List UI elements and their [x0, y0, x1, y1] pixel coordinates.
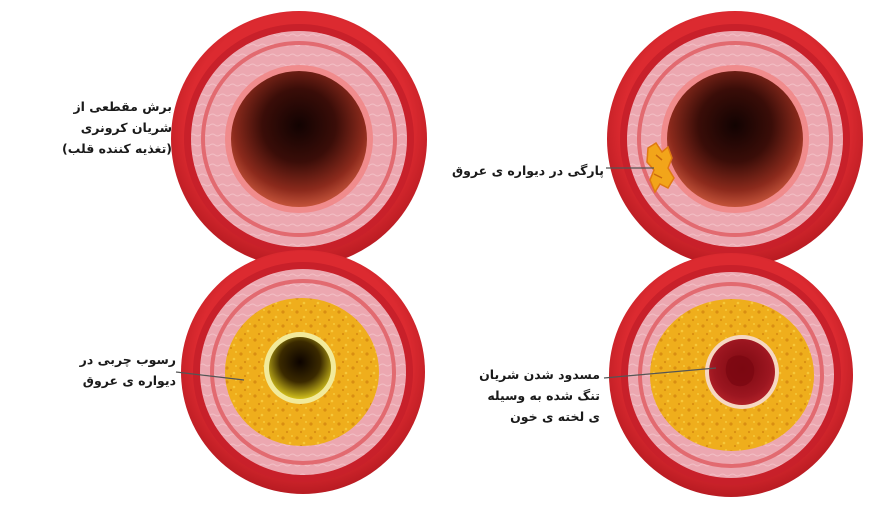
label-line: برش مقطعی از — [62, 96, 172, 117]
label-line: ی لخته ی خون — [479, 406, 600, 427]
artery-cross-section-clot — [609, 253, 853, 497]
label-line: (تغذیه کننده قلب) — [62, 138, 172, 159]
artery-cross-section-wall-tear — [607, 11, 863, 267]
label-wall-tear: پارگی در دیواره ی عروق — [452, 160, 604, 181]
label-normal-artery: برش مقطعی از شریان کرونری (تغذیه کننده ق… — [62, 96, 172, 159]
label-line: دیواره ی عروق — [80, 370, 176, 391]
label-line: رسوب چربی در — [80, 349, 176, 370]
label-line: تنگ شده به وسیله — [479, 385, 600, 406]
label-fatty-deposit: رسوب چربی در دیواره ی عروق — [80, 349, 176, 391]
label-line: شریان کرونری — [62, 117, 172, 138]
label-line: مسدود شدن شریان — [479, 364, 600, 385]
artery-cross-section-normal — [171, 11, 427, 267]
label-line: پارگی در دیواره ی عروق — [452, 160, 604, 181]
label-blocked-artery: مسدود شدن شریان تنگ شده به وسیله ی لخته … — [479, 364, 600, 427]
artery-cross-section-fatty-deposit — [181, 250, 425, 494]
